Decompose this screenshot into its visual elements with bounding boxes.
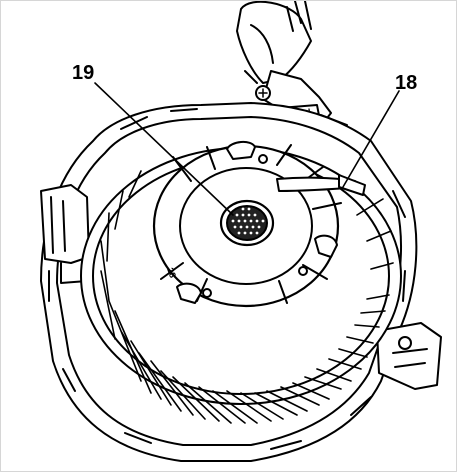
left-mount-clip [40, 184, 90, 284]
right-mount-clip [376, 322, 442, 390]
leader-line-18 [342, 90, 400, 188]
part-marking: 28 [165, 266, 178, 279]
grille-holes [231, 207, 265, 235]
speaker-grille-icon [219, 199, 275, 247]
cable-clamp [236, 1, 332, 132]
cone-fins [100, 170, 394, 424]
callout-18: 18 [395, 72, 418, 94]
spring-lever [276, 174, 366, 196]
callout-19: 19 [72, 62, 95, 84]
leader-line-19 [94, 82, 234, 216]
